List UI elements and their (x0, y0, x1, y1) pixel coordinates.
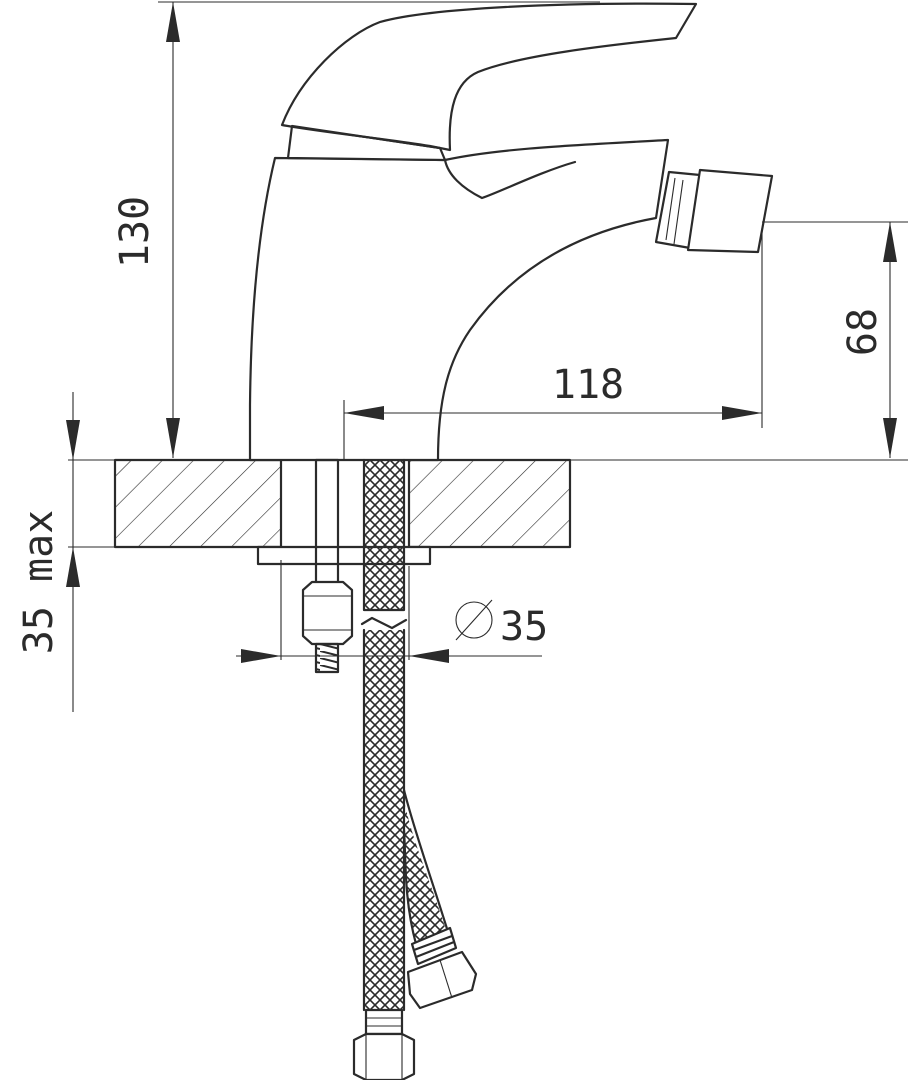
faucet-body-outline (248, 138, 670, 462)
dim-text-35-max: 35 max (16, 510, 62, 655)
countertop-hatch-left (115, 460, 281, 547)
dim-text-68: 68 (840, 308, 886, 356)
countertop-hatch-right (409, 460, 570, 547)
dimension-reach-118: 118 (343, 228, 763, 460)
dim-text-130: 130 (112, 196, 158, 268)
threaded-mounting-rod (301, 458, 354, 674)
spout-outlet-cap (686, 168, 774, 254)
diameter-symbol-icon (455, 599, 493, 641)
dim-text-diameter: 35 (500, 604, 548, 650)
dim-text-118: 118 (552, 362, 624, 408)
lever-handle (280, 2, 698, 152)
mounting-nut (301, 580, 354, 646)
dimension-max-thickness: 35 max (16, 392, 115, 712)
hose-nut-left (352, 1032, 416, 1080)
dimension-height-130: 130 (112, 1, 600, 458)
faucet-body (248, 2, 774, 462)
braided-supply-hoses (352, 458, 478, 1080)
dimension-spout-height-68: 68 (570, 221, 908, 461)
dimension-hole-diameter: 35 (236, 560, 548, 663)
hose-nut-right (406, 950, 478, 1010)
countertop-section (113, 458, 572, 566)
